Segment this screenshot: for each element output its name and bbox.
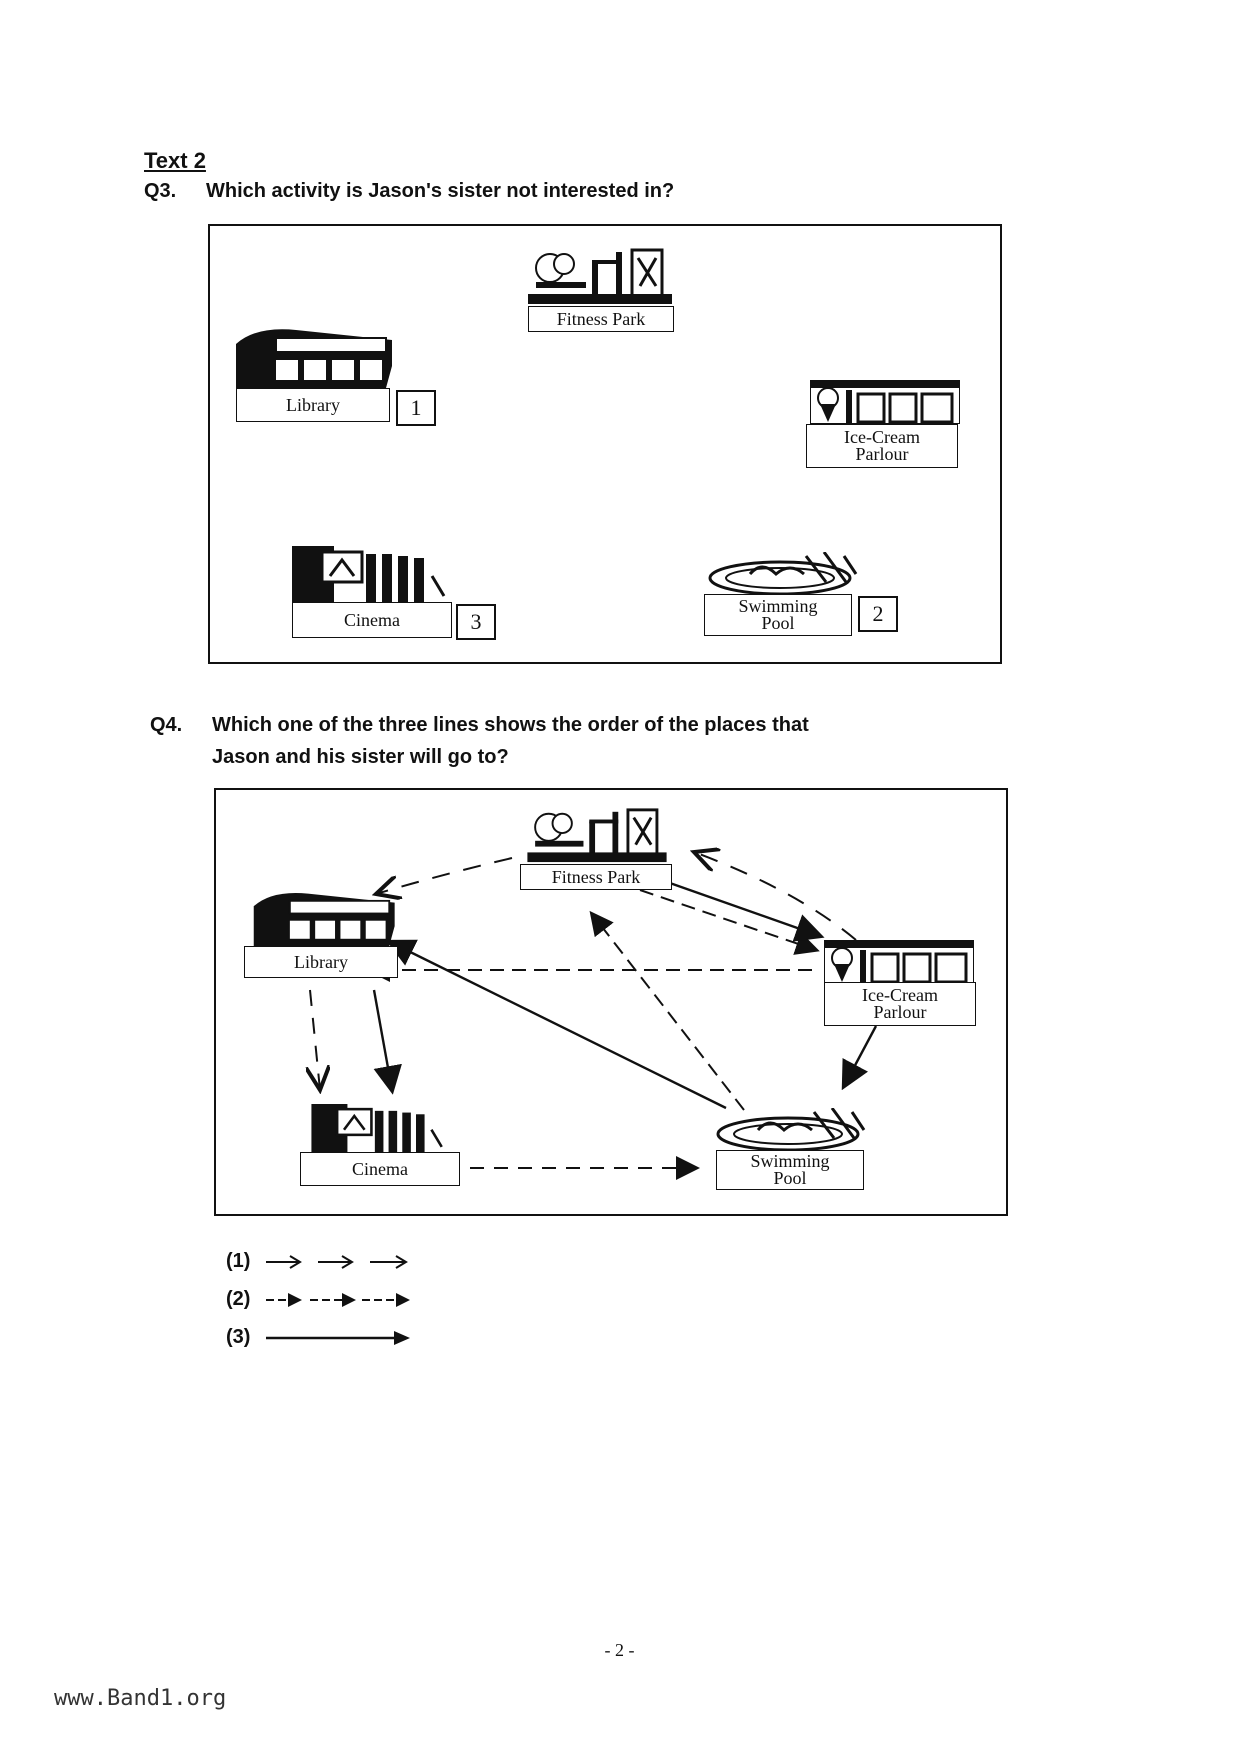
fitness-park-icon [528, 248, 672, 304]
q3-ice-cream-line1: Ice-Cream [844, 427, 920, 447]
q4-ice-cream-label: Ice-Cream Parlour [824, 982, 976, 1026]
legend-line-3: (3) [226, 1326, 414, 1349]
line1-fitness-to-library [376, 857, 513, 894]
swimming-pool-icon [708, 552, 858, 596]
line3-icecream-to-pool [841, 1025, 878, 1091]
section-title: Text 2 [144, 148, 206, 173]
q3-library-number: 1 [396, 390, 436, 426]
q3-picture-frame: Fitness Park Library 1 Ice-Cream Parlour [208, 224, 1002, 664]
line2-fitness-to-icecream [639, 889, 820, 955]
q3-library-label: Library [236, 388, 390, 422]
q4-ice-cream-line2: Parlour [873, 1002, 927, 1022]
q3-cinema-label: Cinema [292, 602, 452, 638]
q4-library-label: Library [244, 946, 398, 978]
q4-fitness-park-label: Fitness Park [520, 864, 672, 890]
q4-pool-line2: Pool [773, 1168, 807, 1188]
legend-line-1: (1) [226, 1250, 414, 1273]
q4-route-lines [216, 790, 878, 1180]
q3-swimming-pool-label: Swimming Pool [704, 594, 852, 636]
q4-fitness-park-icon [527, 808, 667, 863]
q4-library-icon [253, 892, 395, 946]
q4-ice-cream-line1: Ice-Cream [862, 985, 938, 1005]
legend-label-1: (1) [226, 1250, 251, 1272]
line3-library-to-cinema [372, 989, 402, 1095]
q4-number: Q4. [150, 714, 183, 736]
q4-swimming-pool-label: Swimming Pool [716, 1150, 864, 1190]
line3-fitness-to-icecream [649, 874, 825, 942]
q4-ice-cream-parlour-icon [824, 940, 974, 984]
q3-question: Which activity is Jason's sister not int… [206, 180, 675, 202]
library-icon [236, 329, 392, 388]
q3-ice-cream-line2: Parlour [855, 444, 909, 464]
line2-pool-to-fitness [589, 910, 745, 1111]
q4-question-line1: Which one of the three lines shows the o… [212, 714, 809, 736]
q3-ice-cream-label: Ice-Cream Parlour [806, 424, 958, 468]
q4-cinema-icon [311, 1104, 443, 1152]
q3-pool-line1: Swimming [738, 596, 818, 616]
q4-swimming-pool-icon [716, 1108, 866, 1152]
q4-cinema-label: Cinema [300, 1152, 460, 1186]
q3-number: Q3. [144, 180, 177, 202]
ice-cream-parlour-icon [810, 380, 960, 424]
cinema-icon [292, 546, 446, 602]
line3-pool-to-library [385, 939, 727, 1110]
legend-line-2: (2) [226, 1288, 414, 1311]
line1-library-to-cinema [310, 989, 320, 1090]
q3-cinema-number: 3 [456, 604, 496, 640]
q3-pool-line2: Pool [761, 613, 795, 633]
legend-solid-arrow-icon [266, 1330, 411, 1345]
q4-map-frame: Fitness Park Library Ice-Cream Parlour C… [214, 788, 1008, 1216]
page-number: - 2 - [604, 1640, 635, 1660]
legend-dashed-arrow-icon [266, 1292, 411, 1307]
q4-pool-line1: Swimming [750, 1151, 830, 1171]
legend-label-3: (3) [226, 1326, 251, 1348]
legend-open-arrow-icon [266, 1254, 409, 1269]
q4-question-line2: Jason and his sister will go to? [212, 746, 509, 768]
q3-fitness-park-label: Fitness Park [528, 306, 674, 332]
q3-pool-number: 2 [858, 596, 898, 632]
line1-icecream-to-fitness [694, 852, 857, 941]
legend-label-2: (2) [226, 1288, 251, 1310]
footer-url: www.Band1.org [54, 1686, 227, 1711]
